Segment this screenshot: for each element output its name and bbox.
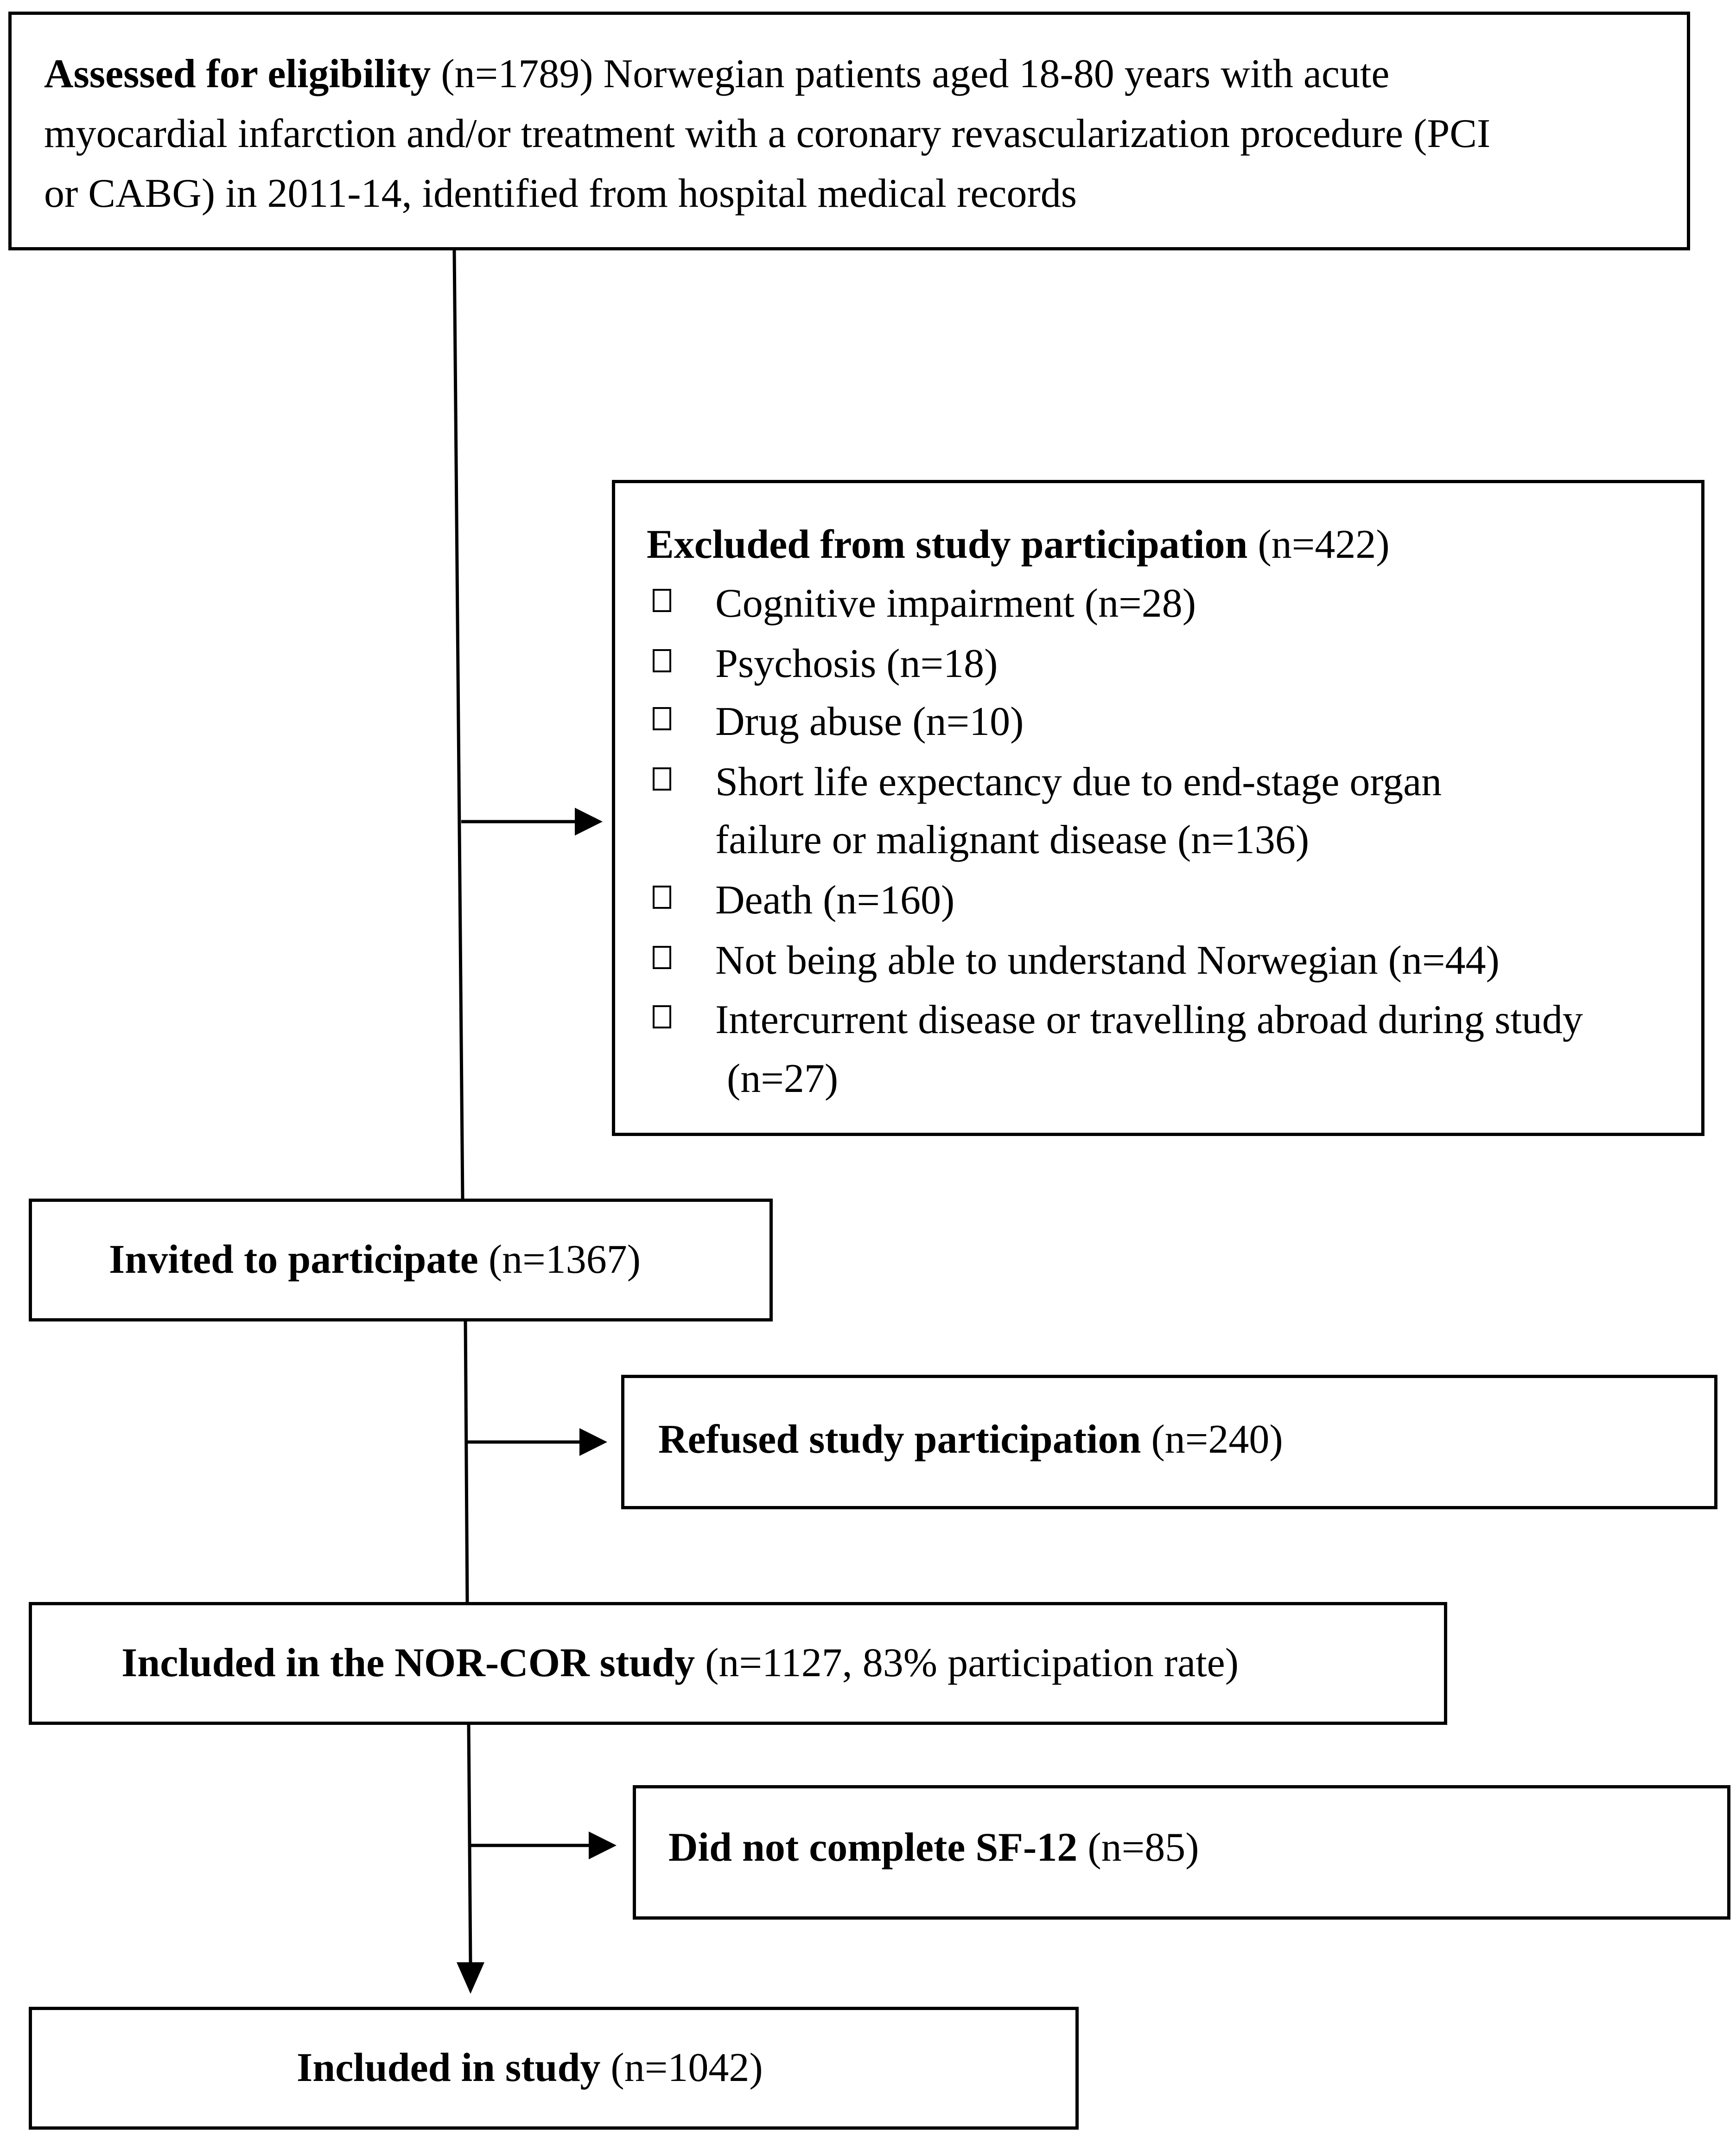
connector-invited-to-included: [464, 1319, 469, 1602]
included-study-count: (n=1042): [610, 2045, 763, 2090]
arrowhead-refused: [579, 1428, 607, 1456]
arrowhead-did-not-complete: [589, 1832, 617, 1859]
assessed-description-line2: myocardial infarction and/or treatment w…: [44, 111, 1491, 156]
assessed-description-line1: Norwegian patients aged 18-80 years with…: [603, 51, 1390, 96]
assessed-label: Assessed for eligibility: [44, 51, 431, 96]
bullet-icon: [653, 946, 671, 969]
included-norcor-text: Included in the NOR-COR study (n=1127, 8…: [121, 1633, 1239, 1693]
assessed-box: [8, 12, 1690, 250]
bullet-icon: [653, 886, 671, 909]
assessed-count: (n=1789): [441, 51, 593, 96]
excluded-item: Psychosis (n=18): [715, 641, 998, 686]
connector-included-to-final: [467, 1722, 472, 1964]
connector-assessed-to-invited: [452, 250, 464, 1199]
included-norcor-label: Included in the NOR-COR study: [121, 1640, 695, 1685]
excluded-heading: Excluded from study participation (n=422…: [647, 515, 1390, 574]
bullet-icon: [653, 589, 671, 612]
invited-box: [29, 1199, 773, 1321]
did-not-complete-text: Did not complete SF-12 (n=85): [668, 1818, 1199, 1877]
excluded-item-continuation: (n=27): [727, 1056, 839, 1101]
excluded-item: Drug abuse (n=10): [715, 699, 1024, 744]
refused-text: Refused study participation (n=240): [658, 1410, 1283, 1469]
excluded-item-continuation: failure or malignant disease (n=136): [715, 817, 1310, 862]
bullet-icon: [653, 767, 671, 791]
did-not-complete-box: [633, 1785, 1730, 1920]
included-norcor-box: [29, 1602, 1447, 1725]
bullet-icon: [653, 707, 671, 730]
assessed-line1: Assessed for eligibility (n=1789) Norweg…: [44, 44, 1389, 104]
did-not-complete-count: (n=85): [1087, 1825, 1199, 1870]
invited-label: Invited to participate: [109, 1237, 478, 1282]
excluded-box: [612, 480, 1704, 1136]
arrowhead-excluded: [575, 808, 603, 836]
excluded-item: Intercurrent disease or travelling abroa…: [715, 997, 1583, 1042]
excluded-count: (n=422): [1258, 522, 1390, 567]
refused-label: Refused study participation: [658, 1417, 1141, 1462]
invited-text: Invited to participate (n=1367): [109, 1230, 641, 1289]
excluded-label: Excluded from study participation: [647, 522, 1248, 567]
included-study-box: [29, 2007, 1079, 2130]
refused-box: [621, 1375, 1717, 1509]
included-study-text: Included in study (n=1042): [297, 2038, 763, 2098]
bullet-icon: [653, 649, 671, 672]
excluded-item: Not being able to understand Norwegian (…: [715, 938, 1500, 983]
bullet-icon: [653, 1005, 671, 1028]
refused-count: (n=240): [1151, 1417, 1283, 1462]
did-not-complete-label: Did not complete SF-12: [668, 1825, 1078, 1870]
included-study-label: Included in study: [297, 2045, 601, 2090]
assessed-description-line3: or CABG) in 2011-14, identified from hos…: [44, 171, 1077, 216]
arrow-to-final: [457, 1962, 484, 1994]
included-norcor-count: (n=1127, 83% participation rate): [705, 1640, 1239, 1685]
excluded-item: Short life expectancy due to end-stage o…: [715, 759, 1442, 804]
invited-count: (n=1367): [488, 1237, 641, 1282]
excluded-item: Cognitive impairment (n=28): [715, 581, 1196, 626]
excluded-item: Death (n=160): [715, 878, 955, 923]
